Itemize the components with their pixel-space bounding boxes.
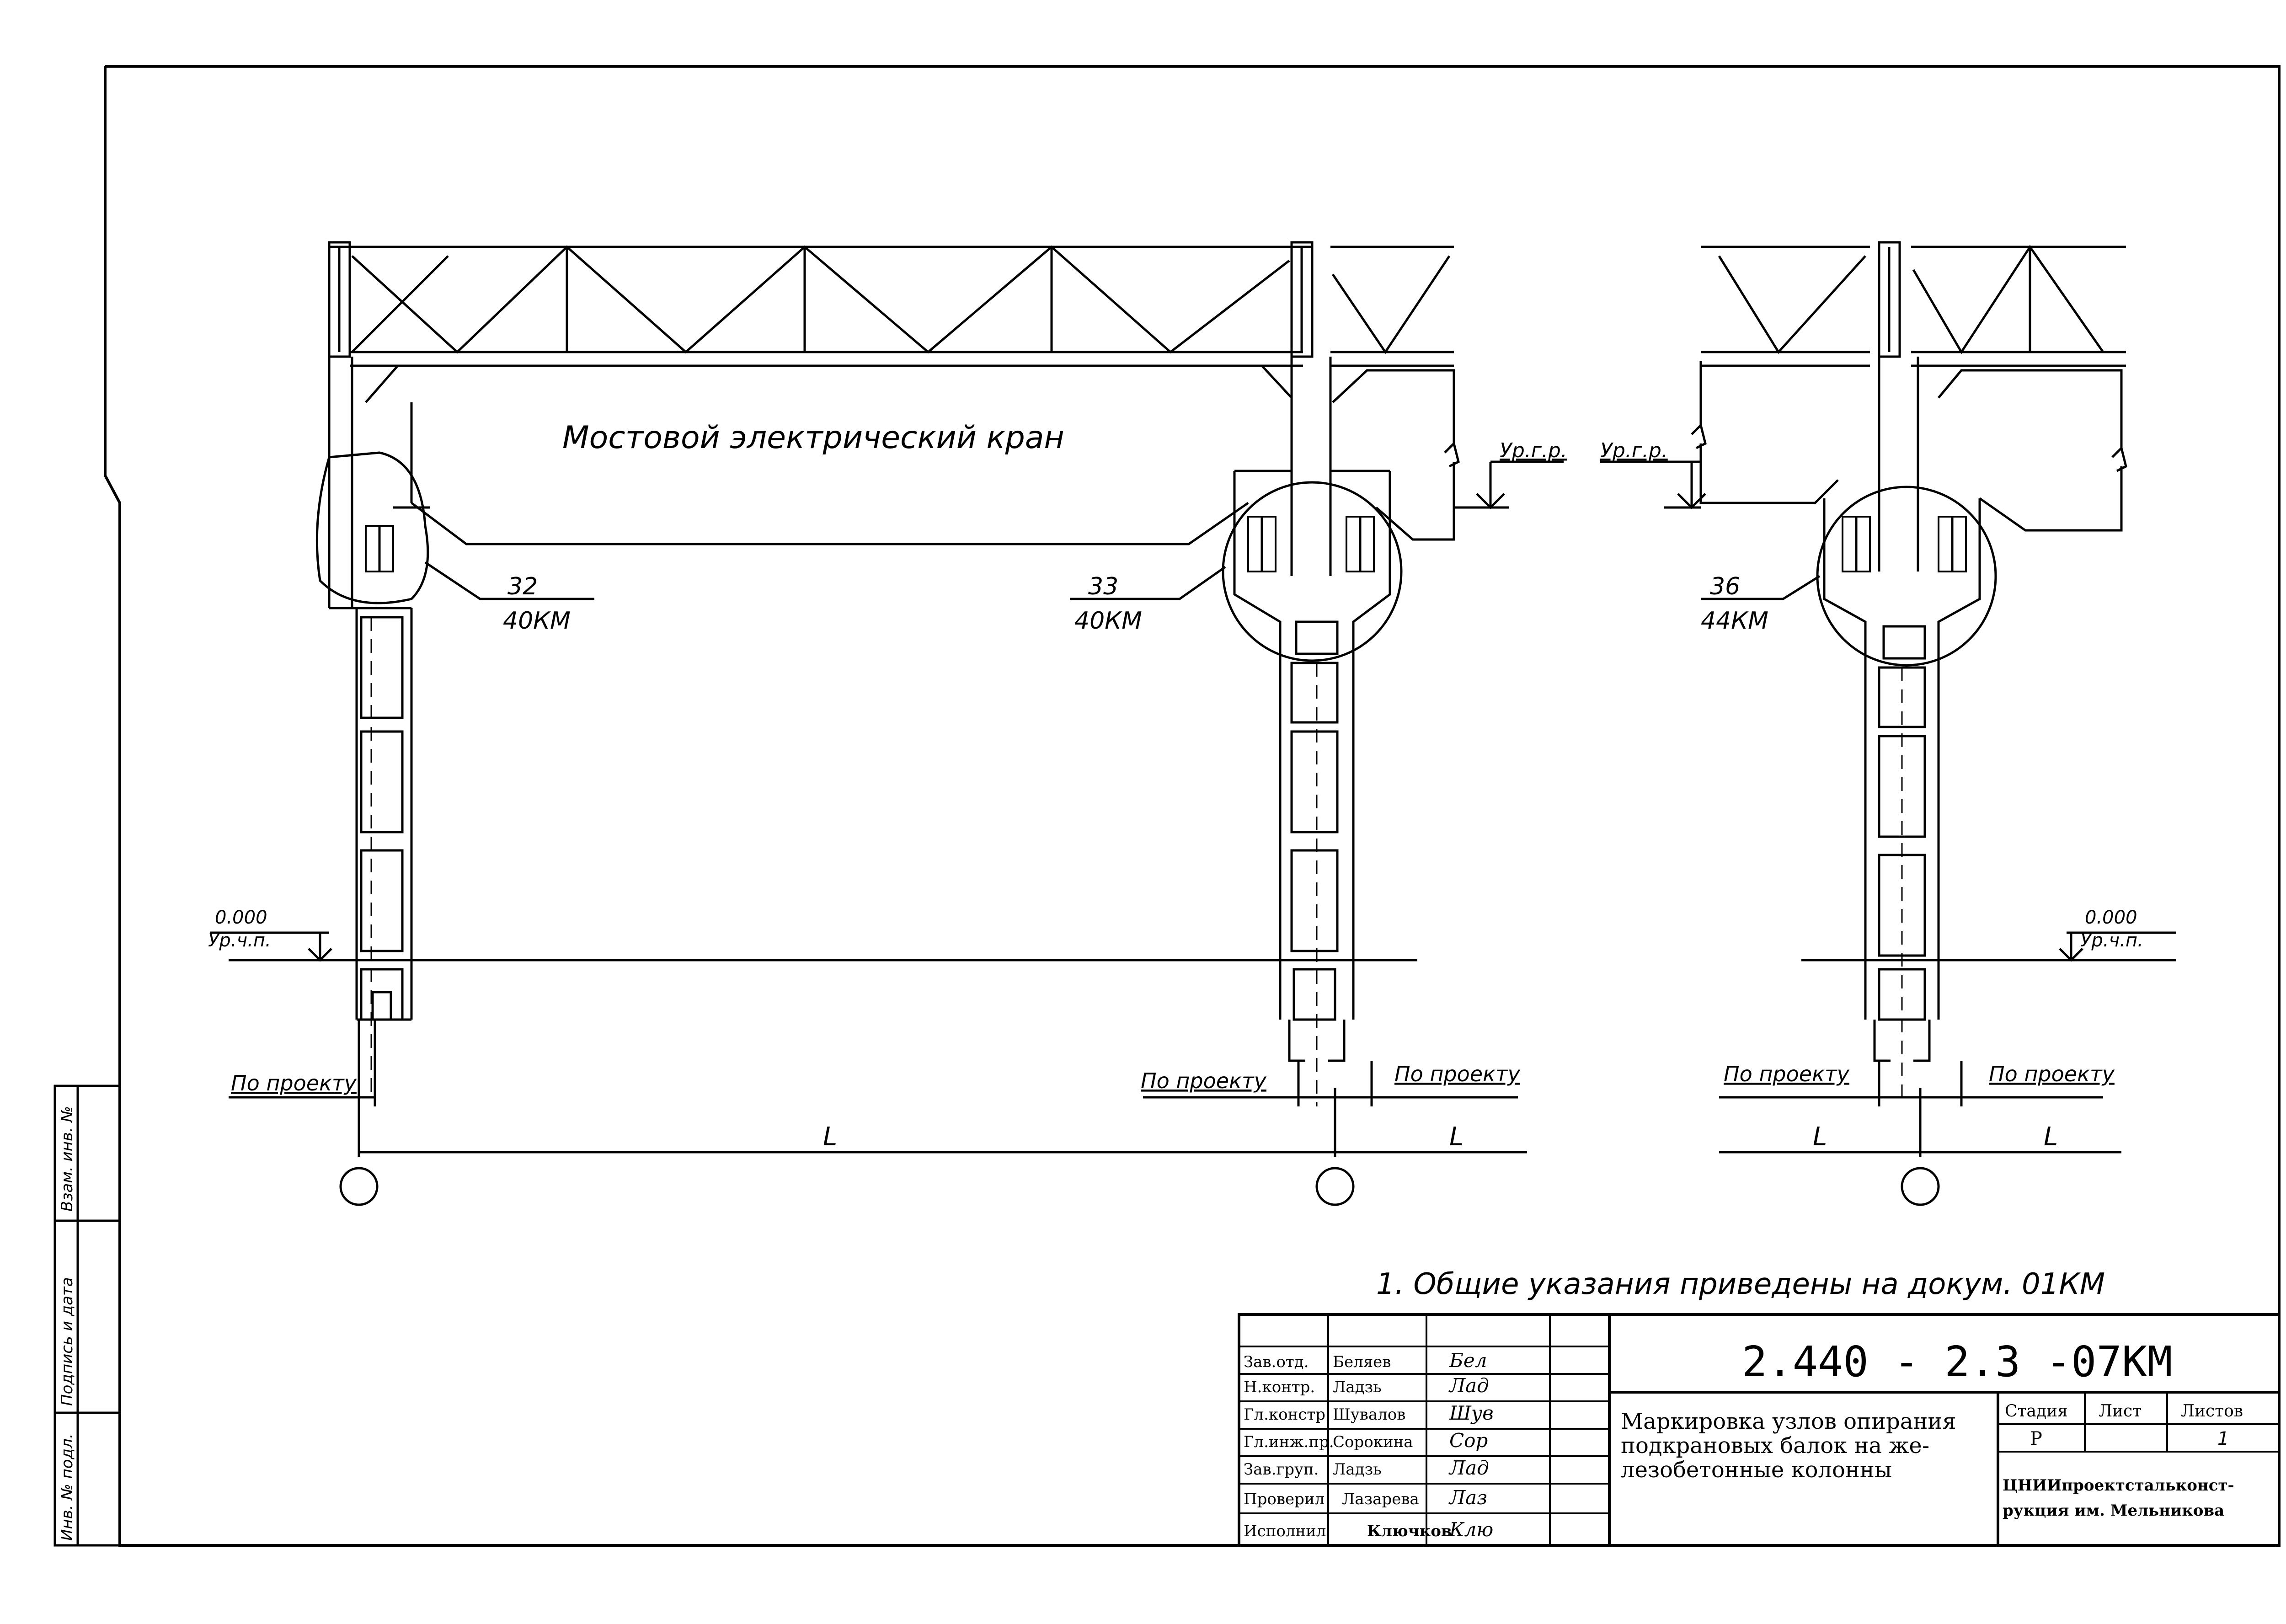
role-row-1-role: Н.контр. — [1244, 1378, 1315, 1396]
leader-33 — [1070, 566, 1226, 600]
span-label-4: L — [2044, 1122, 2058, 1152]
stage-header: Стадия — [2005, 1402, 2068, 1421]
node-32-number: 32 — [507, 573, 538, 600]
sheets-header: Листов — [2181, 1402, 2243, 1421]
role-row-4-role: Зав.груп. — [1244, 1460, 1319, 1479]
node-33-sheet: 40КМ — [1074, 607, 1142, 635]
stage-value: Р — [2030, 1428, 2042, 1449]
dimension-lines — [229, 1020, 2121, 1154]
crane-label: Мостовой электрический кран — [562, 420, 1064, 456]
column-a — [328, 241, 430, 1097]
sheet-frame — [104, 65, 2281, 1547]
crane-bridge-3 — [1691, 361, 2127, 532]
role-row-6-name: Ключков — [1367, 1522, 1452, 1540]
role-row-1-name: Ладзь — [1333, 1378, 1382, 1396]
role-row-2-role: Гл.констр. — [1244, 1405, 1330, 1424]
sheet-header: Лист — [2099, 1402, 2142, 1421]
span-label-3: L — [1813, 1122, 1827, 1152]
by-project-label-1: По проекту — [231, 1071, 357, 1095]
general-note: 1. Общие указания приведены на докум. 01… — [1376, 1267, 2105, 1301]
side-stamp-cell-signature: Подпись и дата — [58, 1277, 76, 1406]
level-rail-label-1: Ур.г.р. — [1500, 439, 1567, 462]
role-row-0-role: Зав.отд. — [1244, 1353, 1309, 1371]
role-row-2-signature: Шув — [1449, 1402, 1494, 1424]
level-marker-rail-1 — [1454, 460, 1564, 509]
role-row-1-signature: Лад — [1448, 1374, 1489, 1397]
level-zero-right-value: 0.000 — [2085, 907, 2137, 928]
role-row-6-role: Исполнил — [1244, 1522, 1326, 1540]
axis-c — [1901, 1088, 1940, 1206]
axis-a — [339, 1020, 379, 1206]
level-marker-zero-right — [2059, 931, 2176, 962]
crane-bridge-1 — [365, 364, 1293, 545]
side-stamp: Взам. инв. № Подпись и дата Инв. № подл. — [53, 1084, 121, 1547]
level-zero-right-label: Ур.ч.п. — [2080, 930, 2143, 951]
node-32-sheet: 40КМ — [503, 607, 571, 635]
level-marker-rail-2 — [1600, 460, 1706, 509]
by-project-label-2: По проекту — [1141, 1068, 1267, 1093]
drawing-title-line-1: Маркировка узлов опирания — [1621, 1409, 1956, 1434]
role-row-0-signature: Бел — [1449, 1349, 1487, 1372]
leader-36 — [1701, 575, 1821, 600]
span-label-2: L — [1449, 1122, 1463, 1152]
by-project-label-4: По проекту — [1724, 1062, 1850, 1086]
level-zero-left-value: 0.000 — [215, 907, 267, 928]
by-project-label-3: По проекту — [1394, 1062, 1521, 1086]
roof-truss-2 — [1330, 246, 1454, 367]
sheets-value: 1 — [2217, 1428, 2229, 1449]
roof-truss-3 — [1701, 245, 2126, 367]
frame-structure — [210, 241, 2176, 1206]
axis-b — [1315, 1088, 1355, 1206]
level-rail-label-2: Ур.г.р. — [1600, 439, 1668, 462]
organization-line-1: ЦНИИпроектстальконст- — [2003, 1476, 2234, 1495]
side-stamp-cell-inventory: Инв. № подл. — [58, 1433, 76, 1541]
organization-line-2: рукция им. Мельникова — [2003, 1501, 2224, 1520]
span-label-1: L — [823, 1122, 837, 1152]
side-stamp-cell-replacement: Взам. инв. № — [58, 1106, 76, 1212]
title-block: 2.440 - 2.3 -07КМ Маркировка узлов опира… — [1238, 1313, 2281, 1547]
crane-bridge-2 — [1332, 369, 1460, 541]
level-marker-zero-left — [210, 931, 332, 962]
column-b — [1233, 241, 1391, 1106]
by-project-label-5: По проекту — [1989, 1062, 2115, 1086]
role-row-2-name: Шувалов — [1333, 1405, 1405, 1424]
roof-truss-1 — [329, 245, 1312, 367]
node-33-number: 33 — [1088, 573, 1118, 600]
node-36-number: 36 — [1710, 573, 1740, 600]
level-zero-left-label: Ур.ч.п. — [208, 930, 271, 951]
drawing-title-line-2: подкрановых балок на же- — [1621, 1433, 1929, 1458]
node-circle-32 — [315, 451, 429, 604]
node-circle-36 — [1816, 486, 1997, 667]
role-row-5-signature: Лаз — [1448, 1486, 1487, 1509]
column-c — [1823, 241, 1981, 1106]
role-row-5-name: Лазарева — [1342, 1490, 1419, 1508]
role-row-3-role: Гл.инж.пр. — [1244, 1433, 1334, 1451]
role-row-4-name: Ладзь — [1333, 1460, 1382, 1479]
role-row-0-name: Беляев — [1333, 1353, 1391, 1371]
role-row-6-signature: Клю — [1449, 1518, 1493, 1541]
role-row-3-name: Сорокина — [1333, 1433, 1413, 1451]
leader-32 — [424, 561, 594, 600]
role-row-4-signature: Лад — [1448, 1457, 1489, 1479]
role-row-3-signature: Сор — [1449, 1429, 1488, 1452]
role-row-5-role: Проверил — [1244, 1490, 1325, 1508]
node-36-sheet: 44КМ — [1701, 607, 1768, 635]
drawing-title-line-3: лезобетонные колонны — [1621, 1457, 1892, 1483]
doc-number: 2.440 - 2.3 -07КМ — [1742, 1337, 2173, 1386]
node-circle-33 — [1222, 481, 1403, 662]
